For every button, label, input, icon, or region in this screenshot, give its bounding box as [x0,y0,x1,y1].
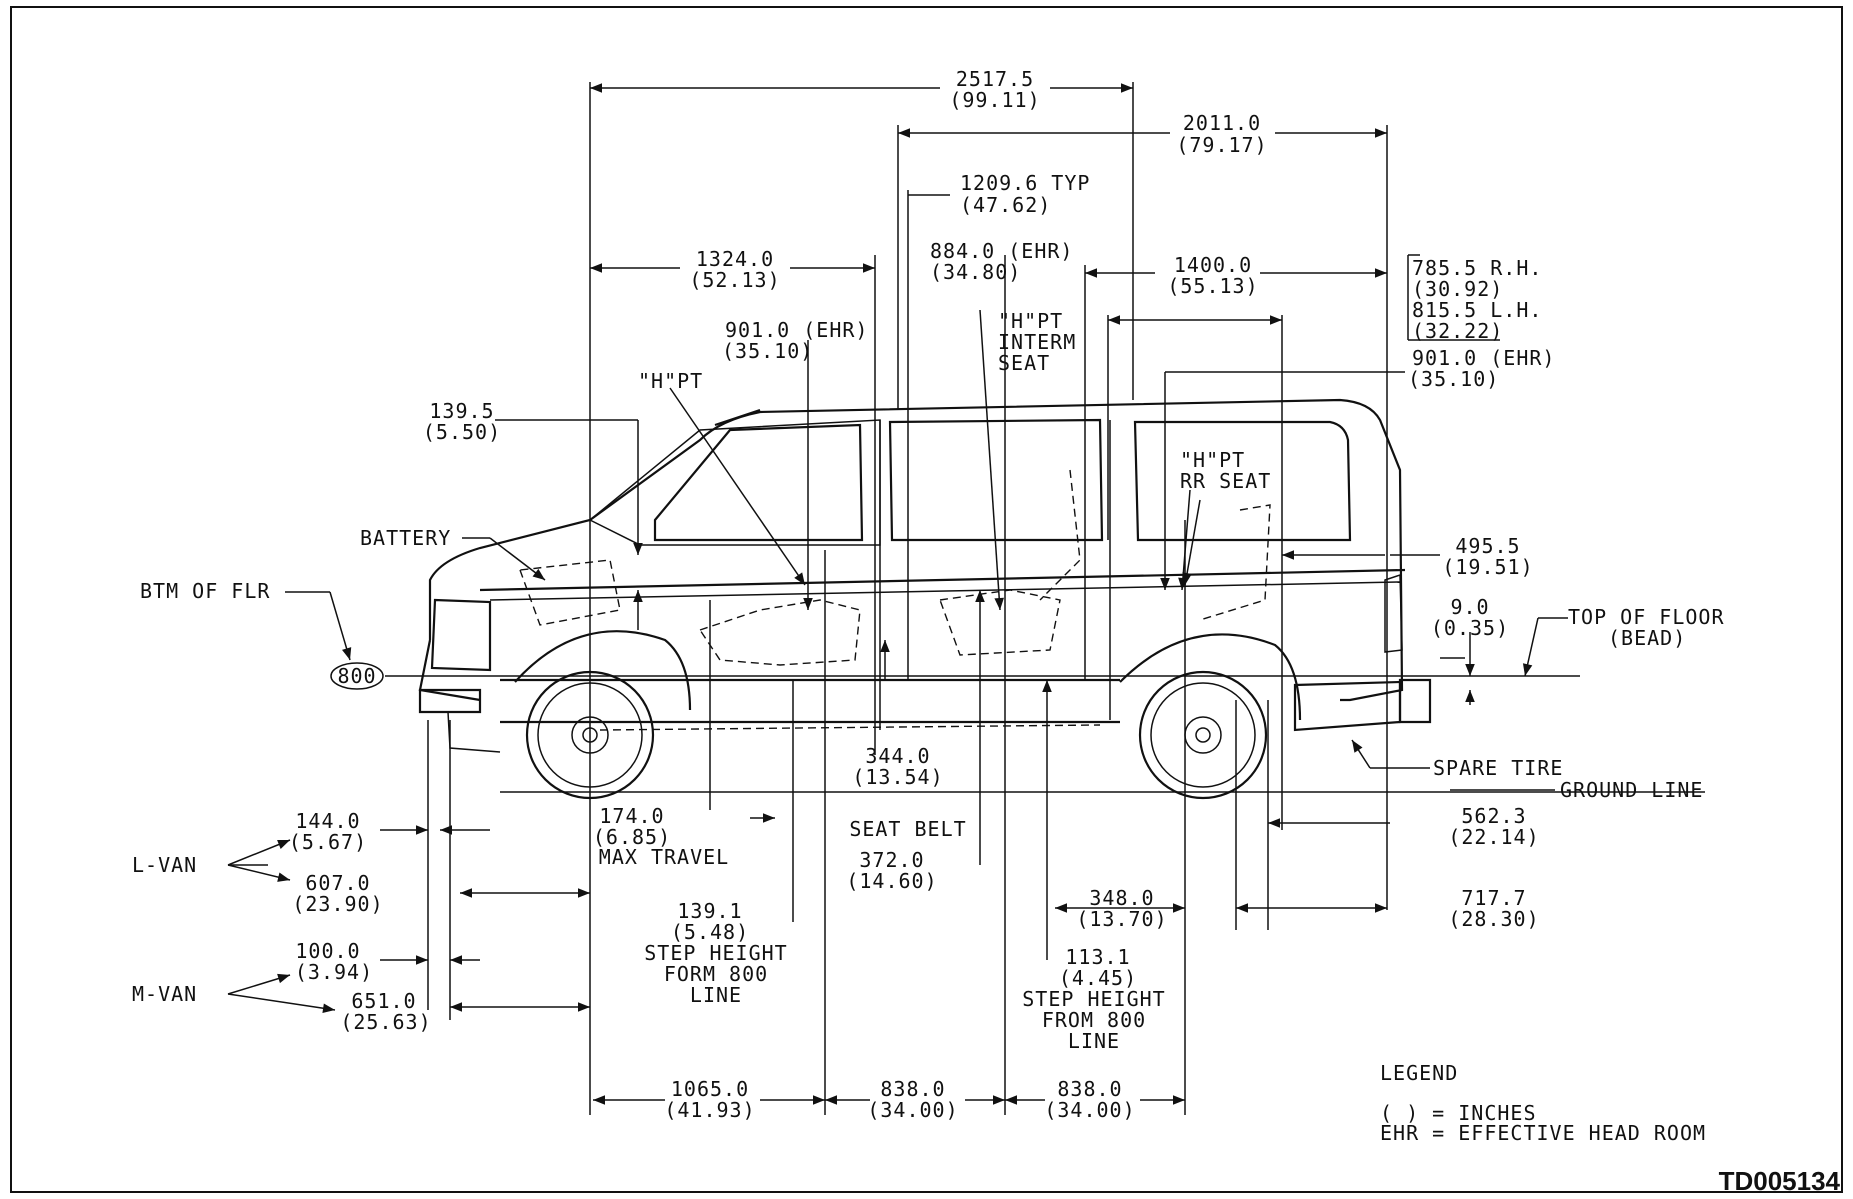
dim-651-mm: 651.0 [351,989,416,1013]
dim-overall-mm: 2517.5 [956,67,1034,91]
dim-139-5-mm: 139.5 [429,399,494,423]
dim-139-1-in: (5.48) [671,920,749,944]
dim-785-mm: 785.5 R.H. [1412,256,1542,280]
dim-372-in: (14.60) [846,869,937,893]
dim-113-note-3: LINE [1068,1029,1120,1053]
dim-651-in: (25.63) [340,1010,431,1034]
dim-113-note-1: STEP HEIGHT [1022,987,1165,1011]
drawing-frame [10,6,1843,1193]
legend-title: LEGEND [1380,1061,1458,1085]
dim-838b-in: (34.00) [1044,1098,1135,1122]
legend-line-1: ( ) = INCHES [1380,1101,1537,1125]
dim-562-in: (22.14) [1448,825,1539,849]
dim-144-mm: 144.0 [295,809,360,833]
label-hpt-rr-1: "H"PT [1180,448,1245,472]
label-hpt-interm-1: "H"PT [998,309,1063,333]
dim-113-note-2: FROM 800 [1042,1008,1146,1032]
rear-wheel [1138,670,1268,800]
label-hpt-interm-2: INTERM [998,330,1076,354]
dim-overall-in: (99.11) [949,88,1040,112]
dim-1065-mm: 1065.0 [671,1077,749,1101]
dimension-lines [227,83,1568,1105]
dim-884-in: (34.80) [930,260,1021,284]
label-ground-line: GROUND LINE [1560,778,1703,802]
dim-372-mm: 372.0 [859,848,924,872]
dimension-labels: 2517.5 (99.11) 2011.0 (79.17) 1209.6 TYP… [132,67,1725,1122]
dim-348-in: (13.70) [1076,907,1167,931]
dim-901-rear-in: (35.10) [1408,367,1499,391]
dim-9-in: (0.35) [1431,616,1509,640]
ref-800-ellipse [330,662,384,690]
label-btm-flr: BTM OF FLR [140,579,270,603]
dim-1209-mm: 1209.6 TYP [960,171,1090,195]
dim-139-5-in: (5.50) [423,420,501,444]
legend: LEGEND ( ) = INCHES EHR = EFFECTIVE HEAD… [1380,1061,1706,1145]
dim-717-mm: 717.7 [1461,886,1526,910]
dim-1065-in: (41.93) [664,1098,755,1122]
dim-901-front-in: (35.10) [722,339,813,363]
dim-1209-in: (47.62) [960,193,1051,217]
dim-174-mm: 174.0 [599,804,664,828]
dim-144-in: (5.67) [289,830,367,854]
dim-815-in: (32.22) [1412,319,1503,343]
legend-line-2: EHR = EFFECTIVE HEAD ROOM [1380,1121,1706,1145]
extension-lines [427,82,1388,1115]
dim-815-mm: 815.5 L.H. [1412,298,1542,322]
dim-139-1-note-2: FORM 800 [664,962,768,986]
label-spare-tire: SPARE TIRE [1433,756,1563,780]
label-hpt-front: "H"PT [638,369,703,393]
dim-1400-mm: 1400.0 [1174,253,1252,277]
label-l-van: L-VAN [132,853,197,877]
dim-495-mm: 495.5 [1455,534,1520,558]
dim-344-in: (13.54) [852,765,943,789]
dim-2011-mm: 2011.0 [1183,111,1261,135]
figure-id: TD005134 [1719,1166,1841,1196]
dim-495-in: (19.51) [1442,555,1533,579]
dim-838a-in: (34.00) [867,1098,958,1122]
dim-113-mm: 113.1 [1065,945,1130,969]
dim-838b-mm: 838.0 [1057,1077,1122,1101]
label-hpt-interm-3: SEAT [998,351,1050,375]
dim-174-note: MAX TRAVEL [599,845,729,869]
dim-139-1-note-1: STEP HEIGHT [644,941,787,965]
label-hpt-rr-2: RR SEAT [1180,469,1271,493]
dim-901-front-mm: 901.0 (EHR) [725,318,868,342]
dim-607-in: (23.90) [292,892,383,916]
dim-100-in: (3.94) [295,960,373,984]
dim-174-in: (6.85) [593,825,671,849]
label-m-van: M-VAN [132,982,197,1006]
dim-901-rear-mm: 901.0 (EHR) [1412,346,1555,370]
dim-2011-in: (79.17) [1176,133,1267,157]
label-ref-800: 800 [337,664,376,688]
dim-113-in: (4.45) [1059,966,1137,990]
dim-838a-mm: 838.0 [880,1077,945,1101]
dim-1324-mm: 1324.0 [696,247,774,271]
dim-785-in: (30.92) [1412,277,1503,301]
dim-884-mm: 884.0 (EHR) [930,239,1073,263]
dim-1324-in: (52.13) [689,268,780,292]
dim-139-1-note-3: LINE [690,983,742,1007]
dim-1400-in: (55.13) [1167,274,1258,298]
dim-9-mm: 9.0 [1450,595,1489,619]
dim-717-in: (28.30) [1448,907,1539,931]
dim-562-mm: 562.3 [1461,804,1526,828]
label-seat-belt: SEAT BELT [849,817,966,841]
label-battery: BATTERY [360,526,451,550]
dim-348-mm: 348.0 [1089,886,1154,910]
dim-100-mm: 100.0 [295,939,360,963]
dim-139-1-mm: 139.1 [677,899,742,923]
dim-607-mm: 607.0 [305,871,370,895]
dim-344-mm: 344.0 [865,744,930,768]
label-top-floor-2: (BEAD) [1608,626,1686,650]
label-top-floor-1: TOP OF FLOOR [1568,605,1725,629]
